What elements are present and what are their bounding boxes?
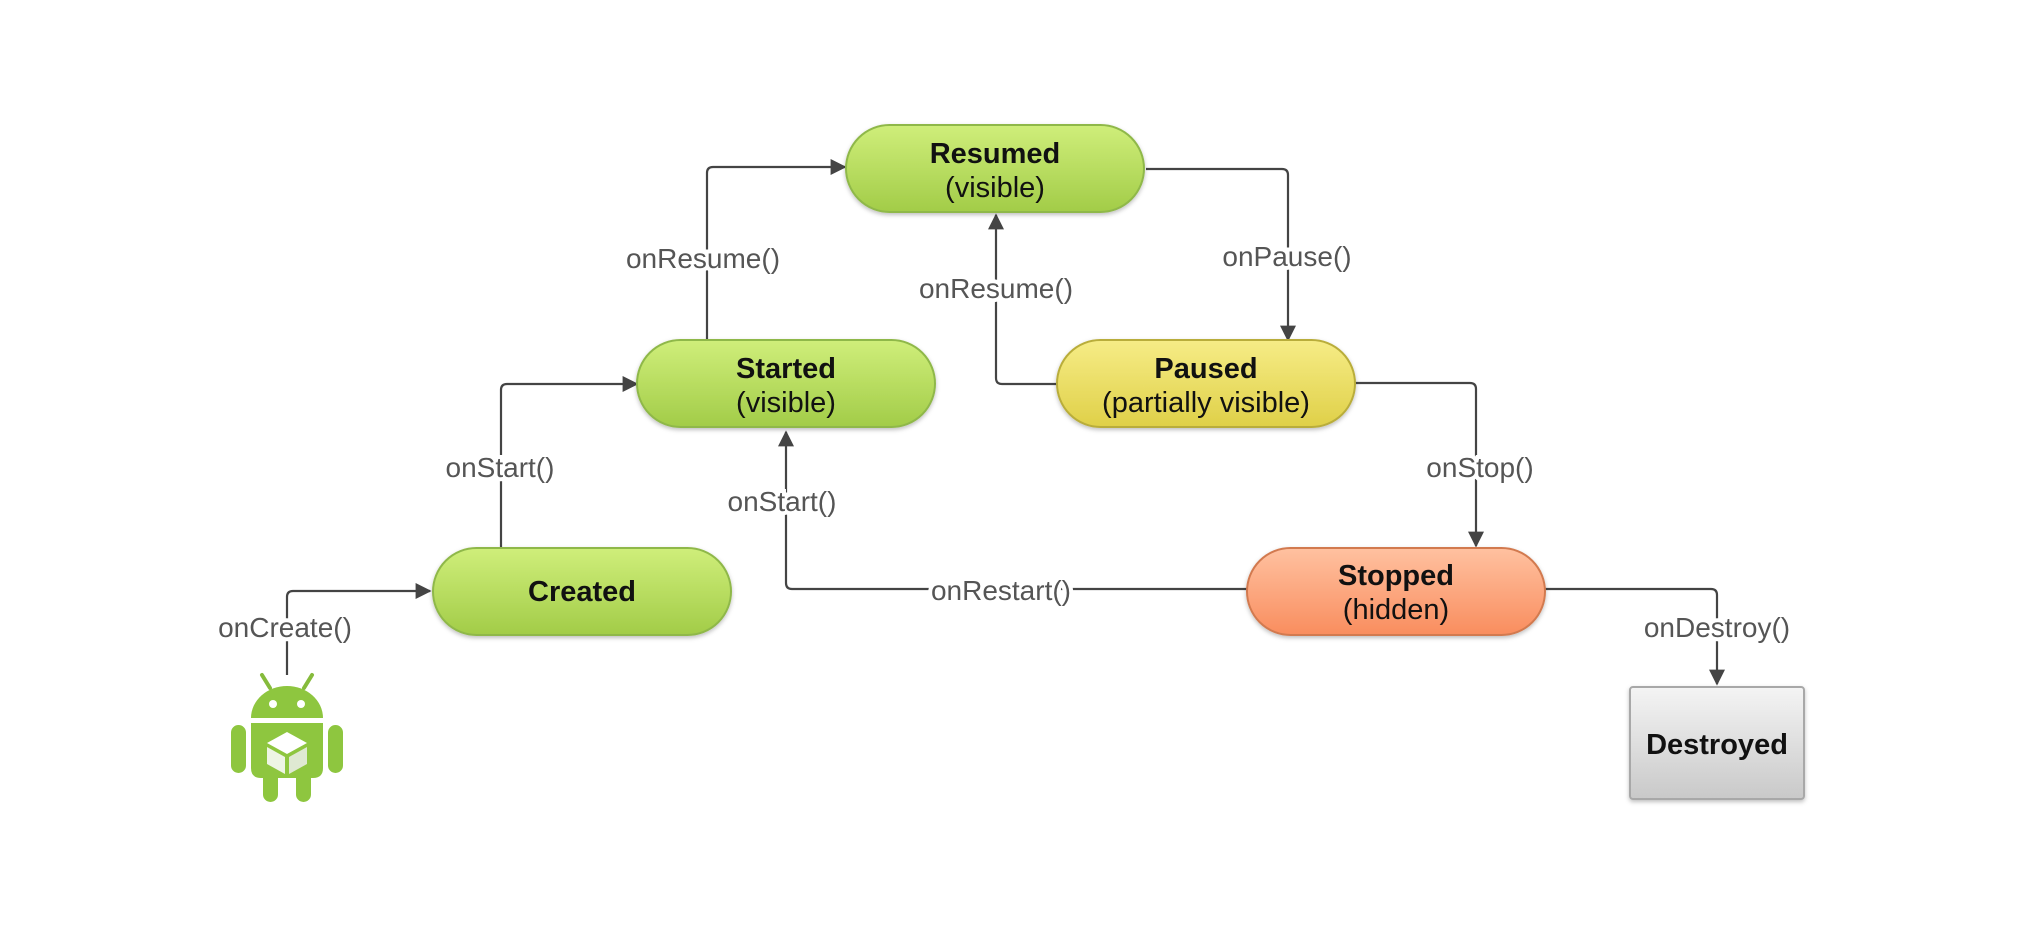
state-created: Created	[432, 547, 732, 636]
label-on-create: onCreate()	[218, 612, 352, 643]
state-destroyed: Destroyed	[1629, 686, 1805, 800]
state-stopped: Stopped (hidden)	[1246, 547, 1546, 636]
edge-on-destroy	[1543, 587, 1725, 686]
edge-on-create	[285, 583, 432, 675]
edge-on-resume-paused	[988, 213, 1057, 386]
label-on-destroy: onDestroy()	[1644, 612, 1790, 643]
state-stopped-subtitle: (hidden)	[1343, 594, 1449, 626]
label-on-resume-paused: onResume()	[919, 273, 1073, 304]
state-started-title: Started	[736, 353, 836, 385]
state-resumed-title: Resumed	[930, 138, 1061, 170]
label-on-start-restart: onStart()	[728, 486, 837, 517]
edge-on-restart	[778, 430, 1247, 591]
state-resumed-subtitle: (visible)	[945, 172, 1045, 204]
state-started-subtitle: (visible)	[736, 387, 836, 419]
android-robot-icon	[231, 673, 343, 802]
state-resumed: Resumed (visible)	[845, 124, 1145, 213]
edge-on-start-created	[499, 376, 639, 548]
state-paused-title: Paused	[1154, 353, 1257, 385]
state-stopped-title: Stopped	[1338, 560, 1454, 592]
label-on-start-created: onStart()	[446, 452, 555, 483]
state-created-title: Created	[528, 576, 636, 608]
edge-on-resume-started	[705, 159, 847, 342]
label-on-stop: onStop()	[1426, 452, 1533, 483]
edge-on-pause	[1146, 167, 1296, 342]
label-on-pause: onPause()	[1222, 241, 1351, 272]
label-on-resume-started: onResume()	[626, 243, 780, 274]
state-paused-subtitle: (partially visible)	[1102, 387, 1310, 419]
label-on-restart: onRestart()	[931, 575, 1071, 606]
state-paused: Paused (partially visible)	[1056, 339, 1356, 428]
state-started: Started (visible)	[636, 339, 936, 428]
edge-on-stop	[1354, 381, 1484, 548]
edge-labels: onCreate() onStart() onResume() onPause(…	[214, 237, 1794, 647]
state-destroyed-title: Destroyed	[1646, 729, 1788, 761]
